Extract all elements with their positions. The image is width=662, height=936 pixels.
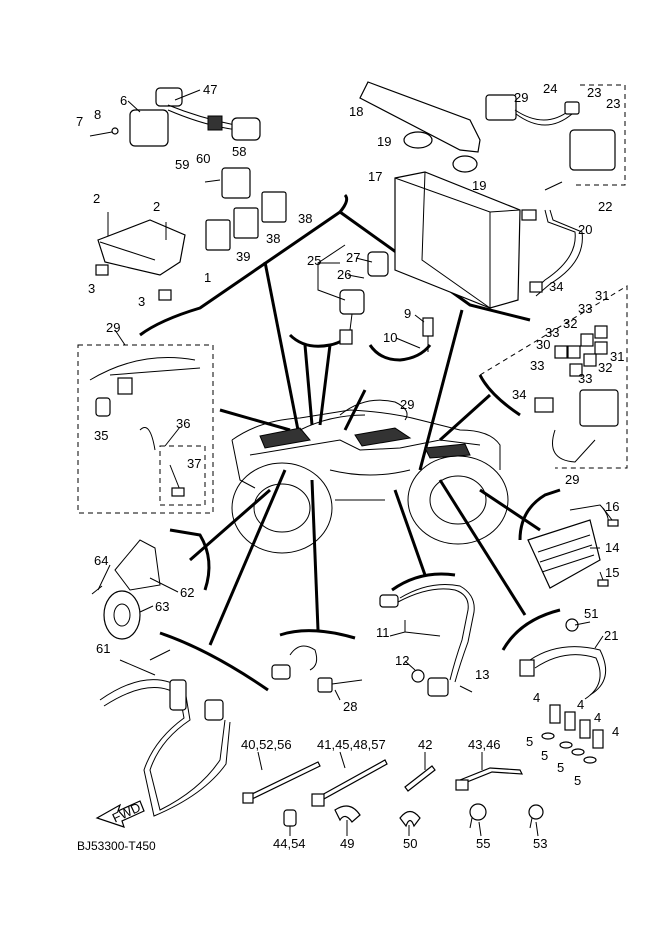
callout-58: 58 — [232, 144, 246, 159]
sensor-row — [541, 704, 604, 764]
callout-39: 39 — [236, 249, 250, 264]
harness-sub-group — [77, 344, 214, 514]
callout-33: 33 — [530, 358, 544, 373]
callout-23: 23 — [606, 96, 620, 111]
callout-22: 22 — [598, 199, 612, 214]
callout-3: 3 — [138, 294, 145, 309]
diagram-code: BJ53300-T450 — [77, 839, 156, 853]
callout-9: 9 — [404, 306, 411, 321]
callout-51: 51 — [584, 606, 598, 621]
callout-43-46: 43,46 — [468, 737, 501, 752]
callout-38: 38 — [298, 211, 312, 226]
callout-64: 64 — [94, 553, 108, 568]
callout-7: 7 — [76, 114, 83, 129]
callout-leader-lines — [97, 89, 613, 837]
rectifier-regulator-group — [527, 504, 619, 589]
callout-31: 31 — [595, 288, 609, 303]
callout-labels: 47 6 8 7 59 60 58 2 2 38 38 39 1 3 3 18 … — [76, 81, 624, 851]
callout-15: 15 — [605, 565, 619, 580]
callout-19: 19 — [377, 134, 391, 149]
callout-28: 28 — [343, 699, 357, 714]
speed-sensor-group — [379, 584, 475, 697]
callout-3: 3 — [88, 281, 95, 296]
callout-60: 60 — [196, 151, 210, 166]
callout-20: 20 — [578, 222, 592, 237]
callout-1: 1 — [204, 270, 211, 285]
fwd-label: FWD — [110, 800, 143, 826]
callout-34: 34 — [512, 387, 526, 402]
fuse-relay-group — [479, 285, 628, 469]
callout-27: 27 — [346, 250, 360, 265]
rear-harness-group — [519, 618, 607, 764]
callout-63: 63 — [155, 599, 169, 614]
callout-29: 29 — [400, 397, 414, 412]
callout-24: 24 — [543, 81, 557, 96]
callout-33: 33 — [545, 325, 559, 340]
callout-25: 25 — [307, 253, 321, 268]
main-switch-group — [339, 251, 434, 352]
callout-12: 12 — [395, 653, 409, 668]
callout-50: 50 — [403, 836, 417, 851]
callout-5: 5 — [557, 760, 564, 775]
callout-53: 53 — [533, 836, 547, 851]
callout-30: 30 — [536, 337, 550, 352]
callout-14: 14 — [605, 540, 619, 555]
callout-17: 17 — [368, 169, 382, 184]
callout-35: 35 — [94, 428, 108, 443]
callout-4: 4 — [533, 690, 540, 705]
neutral-switch-group — [271, 645, 363, 693]
ignition-coil-group — [89, 87, 287, 301]
callout-42: 42 — [418, 737, 432, 752]
group-bracket-arcs — [139, 193, 561, 692]
callout-23: 23 — [587, 85, 601, 100]
callout-62: 62 — [180, 585, 194, 600]
callout-13: 13 — [475, 667, 489, 682]
callout-19: 19 — [472, 178, 486, 193]
callout-4: 4 — [577, 697, 584, 712]
callout-32: 32 — [563, 316, 577, 331]
callout-18: 18 — [349, 104, 363, 119]
callout-29: 29 — [565, 472, 579, 487]
callout-44-54: 44,54 — [273, 836, 306, 851]
callout-29: 29 — [106, 320, 120, 335]
callout-4: 4 — [594, 710, 601, 725]
callout-11: 11 — [376, 625, 390, 640]
callout-4: 4 — [612, 724, 619, 739]
callout-40-52-56: 40,52,56 — [241, 737, 292, 752]
callout-29: 29 — [514, 90, 528, 105]
callout-55: 55 — [476, 836, 490, 851]
callout-10: 10 — [383, 330, 397, 345]
callout-59: 59 — [175, 157, 189, 172]
callout-32: 32 — [598, 360, 612, 375]
callout-37: 37 — [187, 456, 201, 471]
battery-group — [359, 81, 626, 309]
callout-2: 2 — [153, 199, 160, 214]
callout-5: 5 — [541, 748, 548, 763]
callout-6: 6 — [120, 93, 127, 108]
callout-34: 34 — [549, 279, 563, 294]
callout-61: 61 — [96, 641, 110, 656]
callout-26: 26 — [337, 267, 351, 282]
callout-41-45-48-57: 41,45,48,57 — [317, 737, 386, 752]
callout-33: 33 — [578, 371, 592, 386]
callout-47: 47 — [203, 82, 217, 97]
group-leader-lines — [189, 261, 541, 646]
cable-tie-row — [242, 759, 544, 829]
callout-5: 5 — [574, 773, 581, 788]
callout-33: 33 — [578, 301, 592, 316]
callout-21: 21 — [604, 628, 618, 643]
callout-8: 8 — [94, 107, 101, 122]
atv-vehicle — [231, 399, 509, 554]
front-harness-group — [95, 649, 231, 828]
callout-5: 5 — [526, 734, 533, 749]
callout-2: 2 — [93, 191, 100, 206]
callout-38: 38 — [266, 231, 280, 246]
callout-49: 49 — [340, 836, 354, 851]
callout-16: 16 — [605, 499, 619, 514]
horn-group — [91, 539, 161, 640]
callout-31: 31 — [610, 349, 624, 364]
